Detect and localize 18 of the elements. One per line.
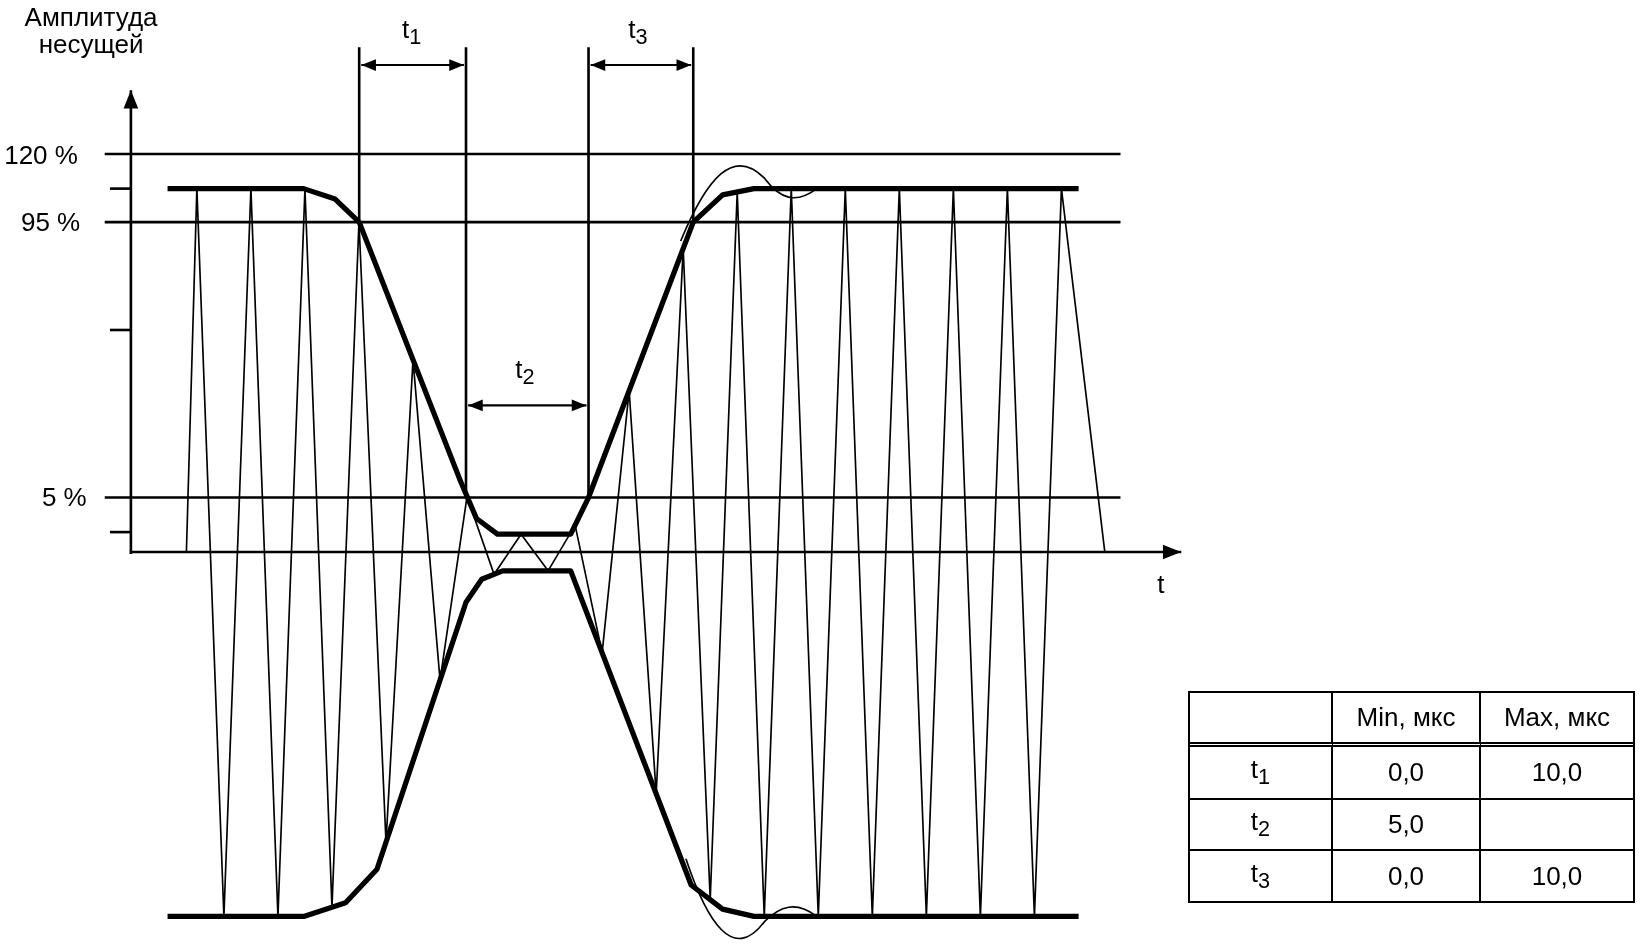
tick-label: 95 % [20,209,81,237]
dimension-label: t$_{3}$ [628,15,648,49]
axis-title: t [1157,570,1165,598]
dimension-label: t$_{1}$ [402,15,422,49]
table-cell: t$_{3}$ [1190,851,1333,901]
table-cell: t$_{2}$ [1190,800,1333,851]
tick-label: 120 % [4,142,78,170]
table-cell: 0,0 [1333,747,1481,800]
dimension-label: t$_{2}$ [515,356,535,389]
table-cell: 5,0 [1333,800,1481,851]
table-cell: 10,0 [1481,747,1633,800]
table-cell: 0,0 [1333,851,1481,901]
header-cell: Max, мкс [1481,693,1633,747]
table-cell-text: 10,0 [1530,859,1584,893]
header-cell: Min, мкс [1333,693,1481,747]
table-cell: t$_{1}$ [1190,747,1333,800]
axis-title: Амплитуда несущей [23,4,159,59]
tick-label: 5 % [41,483,87,512]
